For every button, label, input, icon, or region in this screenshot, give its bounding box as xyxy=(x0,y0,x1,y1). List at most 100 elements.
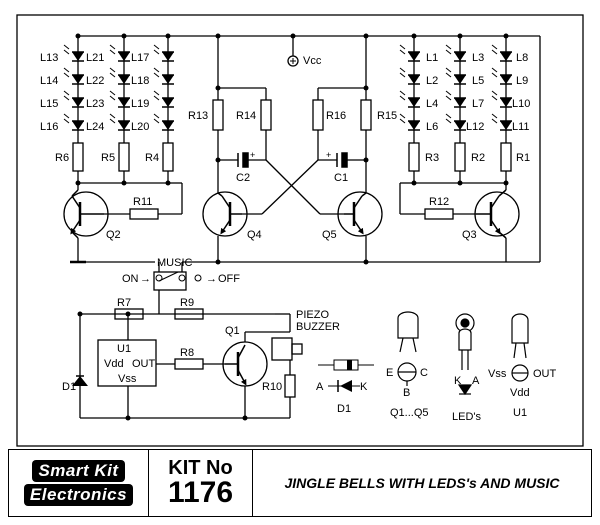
kit-title: JINGLE BELLS WITH LEDS's AND MUSIC xyxy=(284,475,560,491)
transistor-pinout xyxy=(397,311,419,386)
diode-cathode-label: K xyxy=(360,381,368,393)
ic-name: U1 xyxy=(117,343,131,355)
transistor-q5 xyxy=(337,191,383,237)
led-label: L11 xyxy=(512,121,530,133)
resistor-label: R3 xyxy=(425,152,439,164)
led-label: L13 xyxy=(40,52,58,64)
ic-pin-label: Vdd xyxy=(104,358,124,370)
pinout-label: OUT xyxy=(533,368,557,380)
pinout-label: A xyxy=(472,375,480,387)
led-label: L23 xyxy=(86,98,104,110)
resistor-label: R7 xyxy=(117,297,131,309)
resistor-label: R16 xyxy=(326,110,346,122)
pinout-label: K xyxy=(454,375,462,387)
pinout-caption: Q1...Q5 xyxy=(390,407,429,419)
resistor-r14 xyxy=(260,99,272,131)
company-logo: Smart Kit Electronics xyxy=(9,450,149,516)
led-label: L24 xyxy=(86,121,104,133)
resistor-r2 xyxy=(454,142,466,172)
led-label: L10 xyxy=(512,98,530,110)
led-label: L5 xyxy=(472,75,484,87)
ic-pin-label: OUT xyxy=(132,358,156,370)
diode-anode-label: A xyxy=(316,381,324,393)
resistor-r1 xyxy=(500,142,512,172)
led-label: L17 xyxy=(131,52,149,64)
led-label: L1 xyxy=(426,52,438,64)
resistor-r4 xyxy=(162,142,174,172)
resistor-r9 xyxy=(174,308,204,320)
resistor-label: R5 xyxy=(101,152,115,164)
pinout-label: E xyxy=(386,367,393,379)
led-label: L6 xyxy=(426,121,438,133)
resistor-r13 xyxy=(212,99,224,131)
pinout-label: B xyxy=(403,387,410,399)
transistor-q4 xyxy=(202,191,248,237)
pinout-label: Vdd xyxy=(510,387,530,399)
led-label: L8 xyxy=(516,52,528,64)
transistor-label: Q2 xyxy=(106,229,121,241)
resistor-label: R6 xyxy=(55,152,69,164)
title-block: Smart Kit Electronics KIT No 1176 JINGLE… xyxy=(8,449,592,517)
kit-label: KIT No xyxy=(168,457,233,479)
resistor-r11 xyxy=(129,208,159,220)
led-pinout xyxy=(455,313,475,396)
vcc-label: Vcc xyxy=(303,55,322,67)
pinout-caption: LED's xyxy=(452,411,481,423)
resistor-label: R13 xyxy=(188,110,208,122)
plus-sign: + xyxy=(250,150,255,160)
resistor-r6 xyxy=(72,142,84,172)
capacitor-label: C2 xyxy=(236,172,250,184)
transistor-label: Q1 xyxy=(225,325,240,337)
resistor-label: R4 xyxy=(145,152,159,164)
ic-pinout xyxy=(511,313,529,382)
resistor-label: R8 xyxy=(180,347,194,359)
logo-line: Smart Kit xyxy=(32,460,125,482)
led-label: L4 xyxy=(426,98,438,110)
buzzer-label: PIEZO xyxy=(296,309,329,321)
led-label: L20 xyxy=(131,121,149,133)
resistor-label: R1 xyxy=(516,152,530,164)
kit-title-block: JINGLE BELLS WITH LEDS's AND MUSIC xyxy=(253,450,591,516)
plus-sign: + xyxy=(326,150,331,160)
led-label: L3 xyxy=(472,52,484,64)
capacitor-label: C1 xyxy=(334,172,348,184)
pinout-caption: U1 xyxy=(513,407,527,419)
led-label: L15 xyxy=(40,98,58,110)
resistor-label: R14 xyxy=(236,110,256,122)
transistor-label: Q4 xyxy=(247,229,262,241)
resistor-label: R2 xyxy=(471,152,485,164)
kit-number-block: KIT No 1176 xyxy=(149,450,253,516)
resistor-label: R12 xyxy=(429,196,449,208)
kit-number: 1176 xyxy=(167,476,234,509)
resistor-r16 xyxy=(312,99,324,131)
diode-package xyxy=(333,359,359,371)
switch-off-label: OFF xyxy=(218,273,240,285)
resistor-r15 xyxy=(360,99,372,131)
led-label: L22 xyxy=(86,75,104,87)
piezo-buzzer xyxy=(271,337,293,361)
led-label: L12 xyxy=(466,121,484,133)
resistor-r10 xyxy=(284,374,296,398)
resistor-r8 xyxy=(174,358,204,370)
led-label: L18 xyxy=(131,75,149,87)
resistor-r5 xyxy=(118,142,130,172)
ic-pin-label: Vss xyxy=(118,373,137,385)
logo-line: Electronics xyxy=(23,484,134,506)
diode-caption: D1 xyxy=(337,403,351,415)
led-label: L21 xyxy=(86,52,104,64)
resistor-label: R11 xyxy=(133,196,152,208)
transistor-label: Q5 xyxy=(322,229,337,241)
ic-u1 xyxy=(97,339,157,387)
switch-label: MUSIC xyxy=(157,257,193,269)
resistor-r3 xyxy=(408,142,420,172)
transistor-label: Q3 xyxy=(462,229,477,241)
svg-text:→: → xyxy=(140,273,151,285)
resistor-r7 xyxy=(114,308,144,320)
led-label: L19 xyxy=(131,98,149,110)
led-label: L2 xyxy=(426,75,438,87)
resistor-label: R15 xyxy=(377,110,397,122)
led-label: L9 xyxy=(516,75,528,87)
switch-on-label: ON xyxy=(122,273,139,285)
outer-frame xyxy=(16,14,584,447)
